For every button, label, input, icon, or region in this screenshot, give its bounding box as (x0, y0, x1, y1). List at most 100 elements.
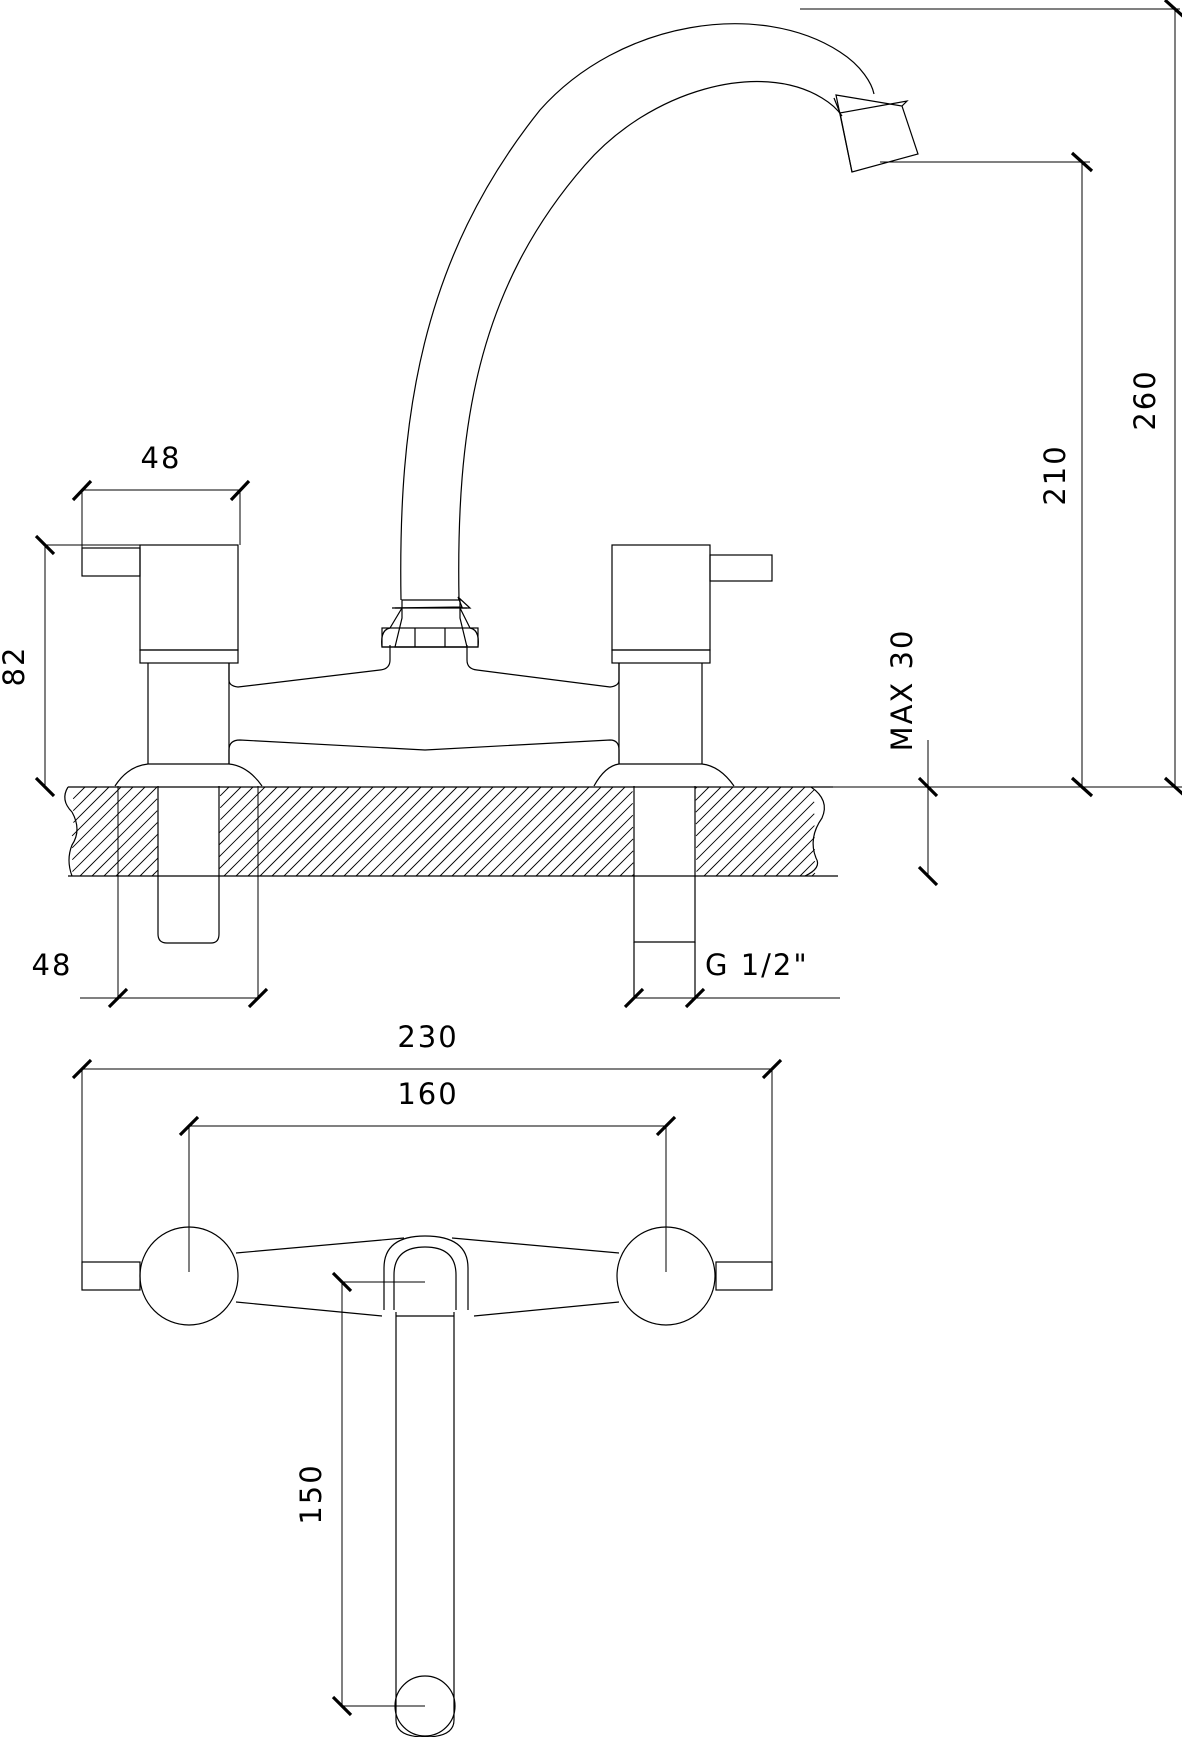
label-centers: 160 (397, 1077, 458, 1111)
hatch-line (703, 786, 794, 877)
hatch-line (71, 786, 146, 861)
hatch-line (695, 786, 758, 849)
hatch-line (511, 786, 602, 877)
hatch-line (619, 862, 634, 877)
hatch-line (475, 786, 566, 877)
hatch-line (403, 786, 494, 877)
hatch-line (73, 786, 110, 823)
hatch-line (139, 857, 159, 877)
hatch-line (523, 786, 614, 877)
hatch-line (391, 786, 482, 877)
hatch-line (218, 786, 290, 858)
hatch-line (219, 786, 230, 797)
hatch-line (799, 860, 816, 877)
hatch-line (247, 786, 338, 877)
hatch-line (91, 810, 158, 877)
hatch-line (343, 786, 434, 877)
hatch-line (751, 813, 815, 877)
hatch-line (595, 838, 634, 877)
hatch-line (695, 786, 734, 825)
label-spout-reach: 150 (294, 1463, 328, 1524)
hatch-line (307, 786, 398, 877)
hatch-line (695, 786, 722, 813)
hatch-line (439, 786, 530, 877)
deck-section (64, 786, 838, 877)
hatch-line (415, 786, 506, 877)
hatch-line (571, 814, 634, 877)
hatch-line (775, 837, 815, 877)
hatch-line (127, 846, 158, 877)
hatch-line (367, 786, 458, 877)
hatch-line (355, 786, 446, 877)
hatch-line (559, 802, 634, 877)
hatch-line (235, 786, 326, 877)
label-max-deck: MAX 30 (885, 629, 919, 752)
hatch-line (811, 872, 816, 877)
hatch-line (763, 825, 815, 877)
dim-shank-width: 48 (32, 786, 269, 1009)
dim-body-height: 82 (0, 534, 140, 798)
hatch-line (220, 786, 254, 820)
hatch-line (487, 786, 578, 877)
hatch-line (739, 801, 815, 877)
label-total-height: 260 (1128, 369, 1162, 430)
hatch-line (71, 786, 134, 849)
deck-hatching (71, 786, 816, 877)
hatch-line (695, 786, 770, 861)
label-thread: G 1/2" (705, 948, 809, 982)
hatch-line (71, 786, 122, 837)
hatch-line (463, 786, 554, 877)
hatch-line (259, 786, 350, 877)
hatch-line (583, 826, 634, 877)
label-shank-width: 48 (32, 948, 73, 982)
hatch-line (451, 786, 542, 877)
hatch-line (715, 786, 806, 877)
hatch-line (787, 848, 816, 877)
hatch-line (535, 786, 626, 877)
dim-total-height: 260 (800, 0, 1182, 796)
hatch-line (695, 786, 698, 789)
dim-centers: 160 (178, 1077, 677, 1272)
dim-spout-reach: 150 (294, 1271, 425, 1717)
label-handle-width: 48 (141, 441, 182, 475)
hatch-line (218, 786, 278, 846)
front-elevation: 260 210 48 82 (0, 0, 1182, 1009)
plan-view: 230 160 (71, 1020, 783, 1737)
mixer-body (81, 544, 773, 787)
hatch-line (271, 786, 362, 877)
hatch-line (223, 786, 314, 877)
hatch-line (319, 786, 410, 877)
label-outlet-height: 210 (1038, 444, 1072, 505)
hatch-line (727, 789, 815, 877)
hatch-line (696, 786, 782, 872)
hatch-line (219, 786, 302, 869)
hatch-line (695, 786, 746, 837)
label-body-height: 82 (0, 646, 31, 687)
label-overall-width: 230 (397, 1020, 458, 1054)
hatch-line (607, 850, 634, 877)
dim-overall-width: 230 (71, 1020, 783, 1262)
hatch-line (283, 786, 374, 877)
hatch-line (79, 798, 158, 877)
dim-thread: G 1/2" (623, 948, 840, 1009)
hatch-line (695, 786, 710, 801)
dim-outlet-height: 210 (800, 151, 1182, 798)
hatch-line (427, 786, 518, 877)
shanks (157, 786, 696, 998)
hatch-line (72, 786, 158, 872)
hatch-line (218, 786, 266, 834)
hatch-line (72, 786, 98, 812)
swan-neck-spout (400, 23, 919, 601)
hatch-line (631, 874, 634, 877)
dim-max-deck: MAX 30 (885, 629, 939, 887)
hatch-line (547, 791, 633, 877)
hatch-line (72, 786, 86, 800)
hatch-line (115, 834, 158, 877)
hatch-line (219, 786, 242, 809)
hatch-line (151, 869, 159, 877)
dim-handle-width: 48 (71, 441, 251, 548)
plan-outline (81, 1226, 773, 1737)
hatch-line (331, 786, 422, 877)
hatch-line (499, 786, 590, 877)
